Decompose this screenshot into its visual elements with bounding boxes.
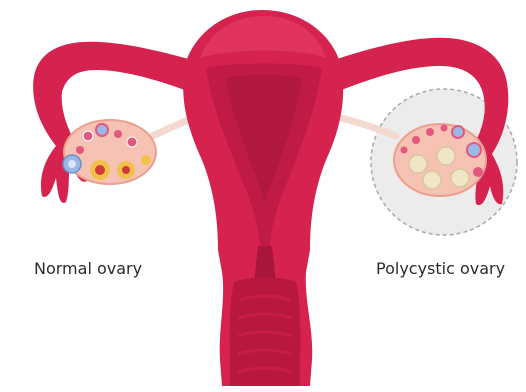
polycystic-ovary-label: Polycystic ovary	[376, 259, 505, 278]
left-ovarian-ligament	[148, 120, 188, 138]
normal-ovary-label: Normal ovary	[34, 259, 142, 278]
normal-ovary	[63, 120, 156, 184]
polycystic-ovary	[394, 124, 486, 196]
